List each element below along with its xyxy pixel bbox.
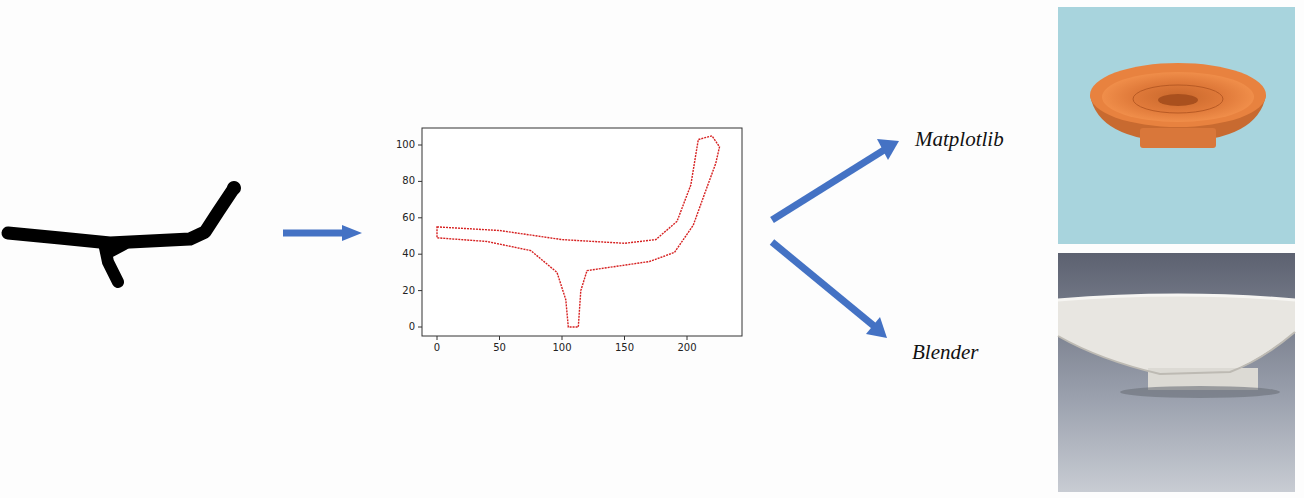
axis-tick-label: 200: [677, 342, 696, 354]
axis-tick-label: 60: [402, 212, 415, 224]
flow-arrow: [772, 139, 899, 220]
axis-tick-label: 0: [409, 321, 415, 333]
flow-arrow: [772, 242, 887, 338]
flow-arrow: [283, 225, 362, 241]
axis-tick-label: 100: [552, 342, 571, 354]
blender-render: [1058, 253, 1295, 492]
axis-tick-label: 80: [402, 175, 415, 187]
profile-outline: [437, 136, 720, 327]
axis-tick-label: 100: [396, 139, 415, 151]
axis-tick-label: 40: [402, 248, 415, 260]
axis-tick-label: 50: [493, 342, 506, 354]
matplotlib-render: [1058, 7, 1295, 244]
plot-axes: [418, 128, 742, 340]
tool-name: Matplotlib: [915, 127, 1004, 151]
axis-tick-label: 20: [402, 285, 415, 297]
axis-tick-label: 150: [615, 342, 634, 354]
tool-name: Blender: [912, 340, 978, 364]
axis-tick-label: 0: [434, 342, 440, 354]
profile-silhouette: [8, 181, 241, 282]
